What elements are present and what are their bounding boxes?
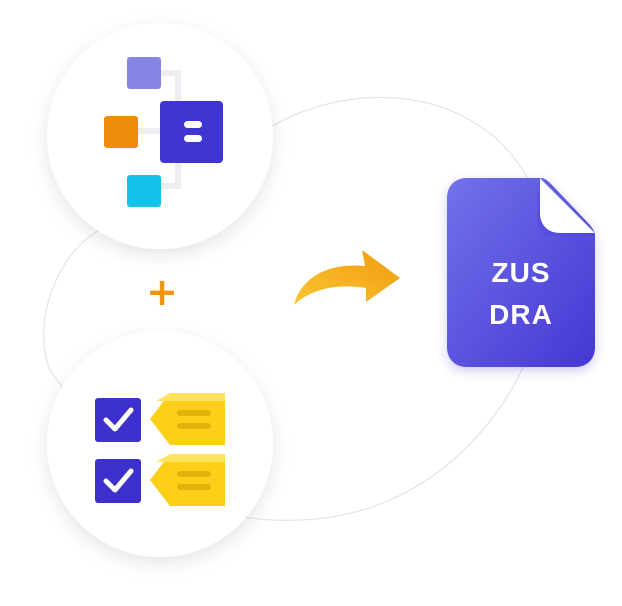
checklist-card	[47, 331, 273, 557]
document-label-line2: DRA	[489, 299, 553, 330]
document-icon	[447, 177, 596, 367]
background-outline	[43, 96, 548, 521]
org-chart-icon	[104, 57, 223, 207]
curved-arrow-icon	[294, 250, 400, 305]
checklist-icon	[95, 393, 225, 506]
document-label-line1: ZUS	[491, 257, 551, 288]
plus-icon: +	[146, 270, 178, 314]
